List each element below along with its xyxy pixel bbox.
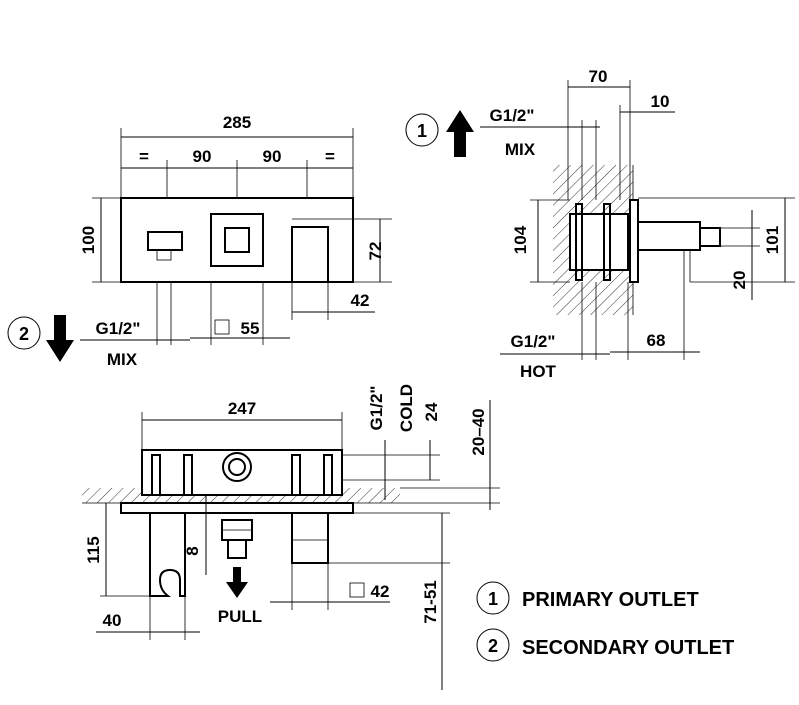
dim-247: 247 <box>228 399 256 418</box>
hook <box>149 513 186 597</box>
square-symbol-42 <box>349 582 365 598</box>
dim-101: 101 <box>763 226 782 254</box>
dim-square-42: 42 <box>371 582 390 601</box>
dim-20: 20 <box>730 271 749 290</box>
cold-inlet <box>222 452 252 482</box>
dim-42: 42 <box>351 291 370 310</box>
square-symbol-55 <box>214 319 230 335</box>
pull-label: PULL <box>218 607 262 626</box>
svg-text:2: 2 <box>19 324 29 344</box>
dim-72: 72 <box>366 242 385 261</box>
dim-equal-right: = <box>325 147 335 166</box>
dim-100: 100 <box>79 226 98 254</box>
mixer-handle-inner <box>224 227 250 253</box>
svg-text:2: 2 <box>488 636 498 656</box>
dim-24: 24 <box>422 402 441 421</box>
dim-90-right: 90 <box>263 147 282 166</box>
hot-thread: G1/2" <box>511 332 556 351</box>
outlet-2-thread: G1/2" <box>96 319 141 338</box>
side-view: 1 70 10 G1/2" MIX 104 <box>405 67 795 381</box>
valve-body <box>569 213 629 271</box>
front-view: 285 = 90 90 = 100 72 42 <box>7 113 392 369</box>
dim-115: 115 <box>84 536 103 563</box>
dim-40: 40 <box>103 611 122 630</box>
dim-20-40: 20–40 <box>469 408 488 455</box>
svg-text:1: 1 <box>488 589 498 609</box>
legend-item-secondary: 2 SECONDARY OUTLET <box>476 628 734 662</box>
plate-edge <box>120 502 354 514</box>
svg-text:1: 1 <box>417 121 427 141</box>
mixer-handle-outer <box>210 213 264 267</box>
legend: 1 PRIMARY OUTLET 2 SECONDARY OUTLET <box>476 581 734 662</box>
lever-handle <box>291 226 329 283</box>
dim-71-51: 71-51 <box>421 580 440 623</box>
dim-equal-left: = <box>139 147 149 166</box>
arrow-up-icon <box>446 110 474 157</box>
pull-arrow-down-icon <box>226 567 248 598</box>
outlet-1-marker <box>405 113 439 147</box>
lever-bottom <box>291 512 329 564</box>
dim-104: 104 <box>511 225 530 254</box>
dim-8: 8 <box>183 546 202 555</box>
dim-70: 70 <box>589 67 608 86</box>
dim-68: 68 <box>647 331 666 350</box>
cold-thread: G1/2" <box>367 386 386 431</box>
outlet-1-thread: G1/2" <box>490 106 535 125</box>
top-view: 247 G1/2" COLD 24 20– <box>82 384 500 690</box>
dim-90-left: 90 <box>193 147 212 166</box>
legend-primary-label: PRIMARY OUTLET <box>522 589 699 611</box>
legend-secondary-label: SECONDARY OUTLET <box>522 637 734 659</box>
dim-square-55: 55 <box>241 319 260 338</box>
cold-label: COLD <box>397 384 416 432</box>
arrow-down-icon <box>46 315 74 362</box>
cover-plate <box>629 199 639 283</box>
outlet-2-label: MIX <box>107 350 138 369</box>
legend-item-primary: 1 PRIMARY OUTLET <box>476 581 699 615</box>
front-plate <box>120 197 354 283</box>
outlet-2-marker <box>7 316 41 350</box>
hot-label: HOT <box>520 362 557 381</box>
outlet-1-label: MIX <box>505 140 536 159</box>
dim-285: 285 <box>223 113 251 132</box>
dim-10: 10 <box>651 92 670 111</box>
